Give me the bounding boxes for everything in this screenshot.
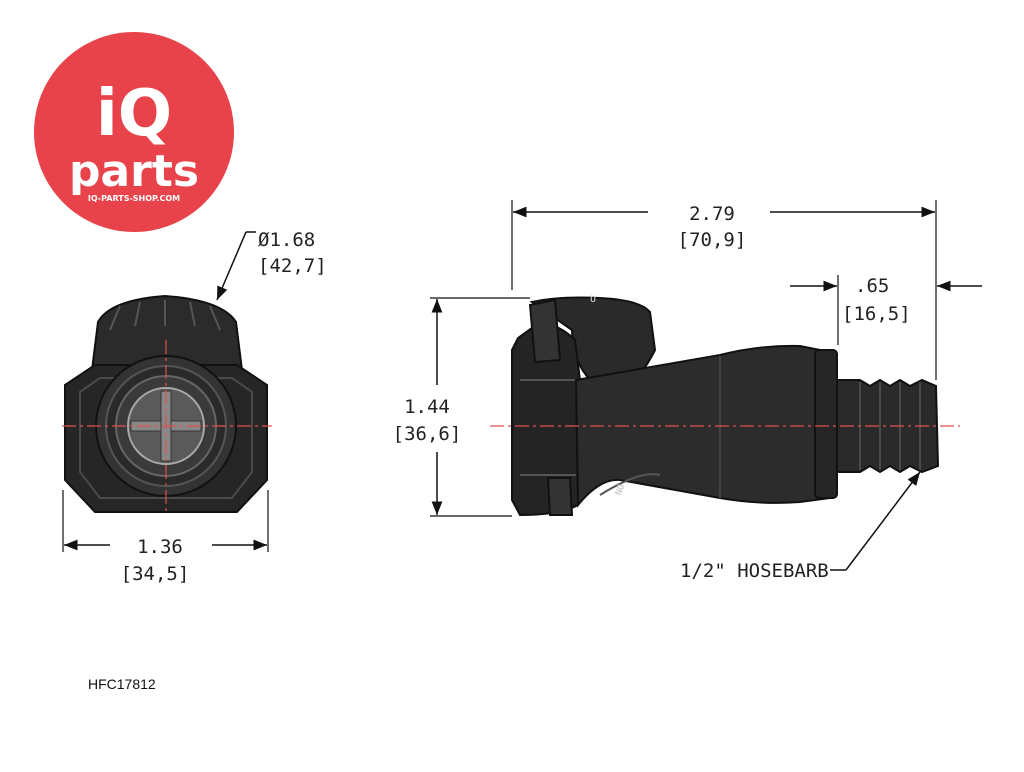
front-diameter-label: Ø1.68: [258, 229, 315, 251]
svg-text:NO: NO: [614, 483, 627, 497]
barb-length-label: .65: [855, 275, 889, 297]
side-dimensions: 2.79 [70,9] .65 [16,5] 1.44 [36,6] 1/2" …: [393, 200, 982, 582]
logo-brand-bottom: parts: [69, 146, 199, 197]
front-diameter-mm-label: [42,7]: [258, 255, 327, 277]
side-length-label: 2.79: [689, 203, 735, 225]
side-height-label: 1.44: [404, 396, 450, 418]
front-width-mm-label: [34,5]: [121, 563, 190, 585]
barb-length-mm-label: [16,5]: [842, 303, 911, 325]
front-dimensions: Ø1.68 [42,7] 1.36 [34,5]: [62, 229, 327, 585]
hosebarb-callout-label: 1/2" HOSEBARB: [680, 560, 829, 582]
side-length-mm-label: [70,9]: [678, 229, 747, 251]
front-width-label: 1.36: [137, 536, 183, 558]
iq-parts-logo: iQ parts IQ-PARTS-SHOP.COM: [34, 32, 234, 232]
logo-circle: [34, 32, 234, 232]
logo-brand-top: iQ: [96, 77, 172, 151]
logo-website: IQ-PARTS-SHOP.COM: [88, 194, 180, 203]
side-height-mm-label: [36,6]: [393, 423, 462, 445]
side-view: U NO: [490, 294, 960, 517]
front-view: [62, 294, 272, 515]
part-number: HFC17812: [88, 676, 156, 692]
svg-text:U: U: [590, 294, 596, 305]
